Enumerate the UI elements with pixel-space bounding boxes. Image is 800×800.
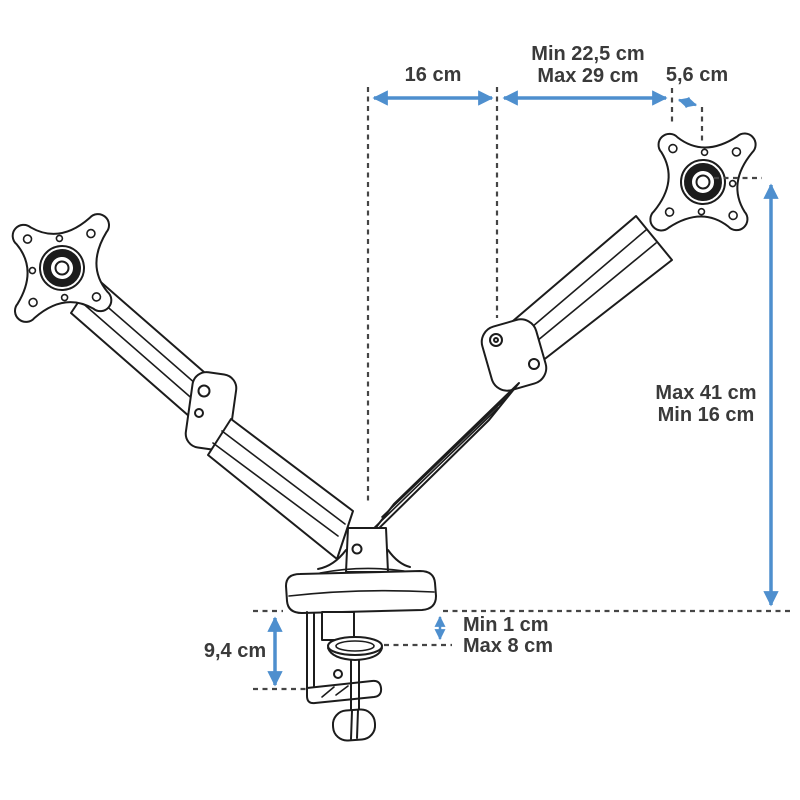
- clamp-pad: [327, 636, 383, 661]
- dimension-label-vesa-offset: 5,6 cm: [666, 64, 728, 86]
- dimension-label-height-min: Min 16 cm: [658, 404, 755, 426]
- right-elbow-joint: [480, 318, 548, 392]
- right-lower-arm: [363, 382, 520, 544]
- dimension-label-clamp-height: 9,4 cm: [204, 640, 266, 662]
- left-lower-arm: [207, 418, 354, 560]
- clamp-knob: [331, 708, 377, 742]
- desk-clamp: [306, 611, 383, 742]
- right-vesa-plate: [649, 132, 757, 232]
- dimension-label-desk-thickness-min: Min 1 cm: [463, 614, 549, 636]
- base-plate: [285, 567, 437, 614]
- dimension-label-arm-right-reach-max: Max 29 cm: [537, 65, 638, 87]
- left-vesa-plate: [11, 213, 113, 323]
- dimension-label-arm-right-reach-min: Min 22,5 cm: [531, 43, 644, 65]
- dimension-label-arm-left-reach: 16 cm: [405, 64, 462, 86]
- dimension-label-desk-thickness-max: Max 8 cm: [463, 635, 553, 657]
- center-pole: [317, 527, 411, 573]
- dimension-arrow-vesa-offset: [677, 96, 698, 109]
- dimension-label-height-max: Max 41 cm: [655, 382, 756, 404]
